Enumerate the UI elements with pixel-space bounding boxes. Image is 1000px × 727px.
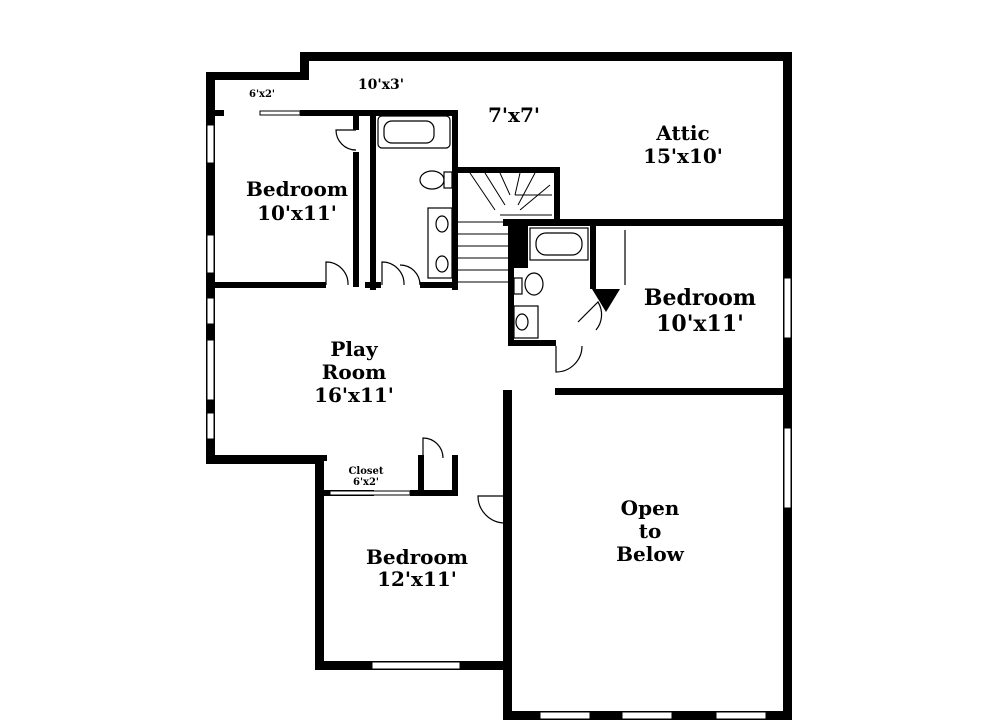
bath-fixtures	[377, 115, 589, 339]
play-room-line2: Room	[322, 360, 386, 384]
closet-bottom-name: Closet	[348, 466, 383, 477]
bedroom-s-size: 12'x11'	[377, 567, 457, 591]
play-room-line1: Play	[330, 337, 379, 361]
bedroom-nw-name: Bedroom	[246, 177, 348, 201]
closet-top-size: 6'x2'	[249, 89, 275, 100]
windows	[206, 110, 792, 720]
closet-bottom-size: 6'x2'	[353, 477, 379, 488]
open-below-line3: Below	[616, 542, 685, 566]
staircase	[458, 172, 552, 283]
room-labels: 6'x2' 10'x3' 7'x7' Attic 15'x10' Bedroom…	[246, 77, 756, 591]
attic-name: Attic	[655, 121, 709, 145]
hall-size: 7'x7'	[488, 103, 540, 127]
open-below-line1: Open	[621, 496, 680, 520]
bedroom-nw-size: 10'x11'	[257, 201, 337, 225]
attic-landing-size: 10'x3'	[358, 77, 404, 93]
doors	[325, 129, 626, 524]
play-room-size: 16'x11'	[314, 383, 394, 407]
bedroom-e-size: 10'x11'	[656, 311, 744, 337]
attic-size: 15'x10'	[643, 144, 723, 168]
open-below-line2: to	[639, 519, 662, 543]
bedroom-e-name: Bedroom	[644, 285, 756, 311]
bedroom-s-name: Bedroom	[366, 545, 468, 569]
